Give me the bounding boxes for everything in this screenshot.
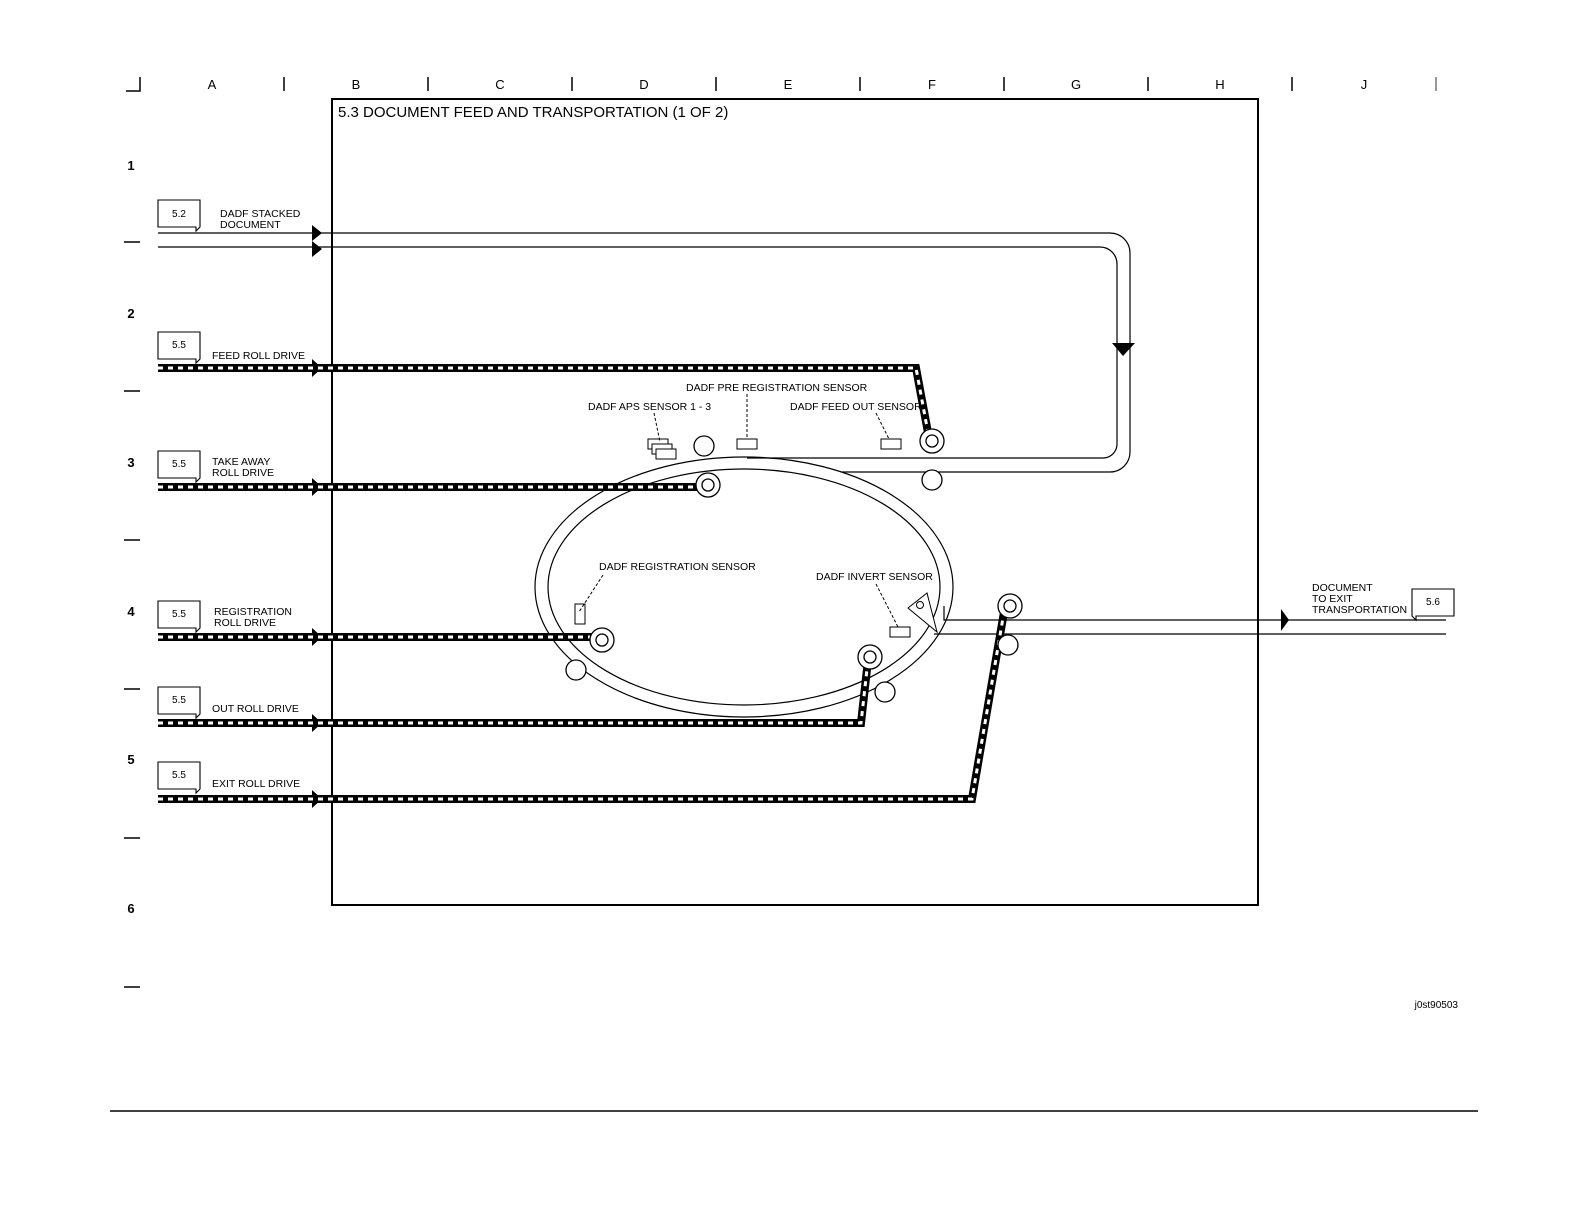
row-label: 4	[127, 604, 135, 619]
input-label: ROLL DRIVE	[212, 467, 274, 479]
input-label: OUT ROLL DRIVE	[212, 703, 299, 715]
roller-icon	[565, 659, 587, 681]
drive-lines	[158, 364, 1008, 803]
column-ruler: A B C D E F G H J	[126, 77, 1437, 92]
output-ref-exit-transportation[interactable]: 5.6	[1411, 588, 1455, 622]
rollers	[565, 428, 1023, 703]
document-path-exit	[934, 606, 1446, 635]
input-ref-feed-roll-drive[interactable]: 5.5	[157, 331, 201, 365]
input-label: DADF STACKED	[220, 208, 301, 220]
roller-icon	[997, 634, 1019, 656]
block-frame	[331, 98, 1259, 906]
input-ref-stacked-document[interactable]: 5.2	[157, 199, 201, 233]
registration-sensor-icon	[574, 603, 586, 625]
reference-number: 5.5	[172, 609, 186, 620]
roller-icon	[921, 469, 943, 491]
aps-sensor-label: DADF APS SENSOR 1 - 3	[588, 401, 711, 413]
figure-code: j0st90503	[1414, 1000, 1459, 1011]
row-label: 2	[127, 306, 134, 321]
reference-flag-icon	[157, 450, 201, 484]
input-label: TAKE AWAY	[212, 456, 270, 468]
registration-sensor-label: DADF REGISTRATION SENSOR	[599, 561, 756, 573]
roller-icon	[693, 435, 715, 457]
input-ref-take-away-roll-drive[interactable]: 5.5	[157, 450, 201, 484]
input-ref-registration-roll-drive[interactable]: 5.5	[157, 600, 201, 634]
invert-loop-outer	[534, 456, 954, 718]
row-label: 1	[127, 158, 134, 173]
roller-hub-icon	[595, 633, 609, 647]
aps-sensor-icon	[655, 448, 677, 460]
block-title: 5.3 DOCUMENT FEED AND TRANSPORTATION (1 …	[338, 104, 728, 121]
reference-number: 5.5	[172, 695, 186, 706]
roller-hub-icon	[701, 478, 715, 492]
reference-flag-icon	[157, 686, 201, 720]
output-label: TRANSPORTATION	[1312, 604, 1407, 616]
invert-loop-inner	[547, 468, 941, 706]
reference-number: 5.2	[172, 209, 186, 220]
input-label: EXIT ROLL DRIVE	[212, 778, 300, 790]
row-label: 3	[127, 455, 134, 470]
reference-number: 5.5	[172, 459, 186, 470]
feed-out-sensor-label: DADF FEED OUT SENSOR	[790, 401, 922, 413]
corner-mark	[126, 77, 141, 92]
roller-hub-icon	[1003, 599, 1017, 613]
row-label: 5	[127, 752, 134, 767]
reference-flag-icon	[157, 600, 201, 634]
column-label: E	[784, 77, 793, 92]
input-label: DOCUMENT	[220, 219, 281, 231]
reference-flag-icon	[157, 331, 201, 365]
output-label: DOCUMENT	[1312, 582, 1373, 594]
reference-number: 5.5	[172, 340, 186, 351]
document-path-top	[158, 232, 1131, 473]
pre-registration-sensor-icon	[736, 438, 758, 450]
feed-out-sensor-icon	[880, 438, 902, 450]
reference-flag-icon	[157, 761, 201, 795]
flow-direction-arrow	[1112, 343, 1135, 356]
column-label: B	[352, 77, 361, 92]
reference-number: 5.6	[1426, 597, 1440, 608]
row-ruler: 1 2 3 4 5 6	[124, 158, 140, 988]
output-label: TO EXIT	[1312, 593, 1353, 605]
input-ref-out-roll-drive[interactable]: 5.5	[157, 686, 201, 720]
column-label: C	[495, 77, 504, 92]
reference-flag-icon	[157, 199, 201, 233]
pre-registration-sensor-label: DADF PRE REGISTRATION SENSOR	[686, 382, 868, 394]
input-label: ROLL DRIVE	[214, 617, 276, 629]
exit-arrow	[1281, 609, 1289, 631]
invert-sensor-label: DADF INVERT SENSOR	[816, 571, 933, 583]
column-label: H	[1215, 77, 1224, 92]
input-label: REGISTRATION	[214, 606, 292, 618]
invert-gate-icon	[907, 592, 938, 634]
input-label: FEED ROLL DRIVE	[212, 350, 305, 362]
gate-pivot-icon	[916, 601, 924, 609]
column-label: G	[1071, 77, 1081, 92]
roller-hub-icon	[925, 434, 939, 448]
column-label: A	[208, 77, 217, 92]
reference-number: 5.5	[172, 770, 186, 781]
column-label: J	[1361, 77, 1368, 92]
roller-hub-icon	[863, 650, 877, 664]
sensors	[574, 438, 938, 638]
column-label: D	[639, 77, 648, 92]
invert-sensor-icon	[889, 626, 911, 638]
input-ref-exit-roll-drive[interactable]: 5.5	[157, 761, 201, 795]
column-label: F	[928, 77, 936, 92]
reference-flag-icon	[1411, 588, 1455, 622]
row-label: 6	[127, 901, 134, 916]
sensor-leaders	[578, 394, 899, 628]
roller-icon	[874, 681, 896, 703]
